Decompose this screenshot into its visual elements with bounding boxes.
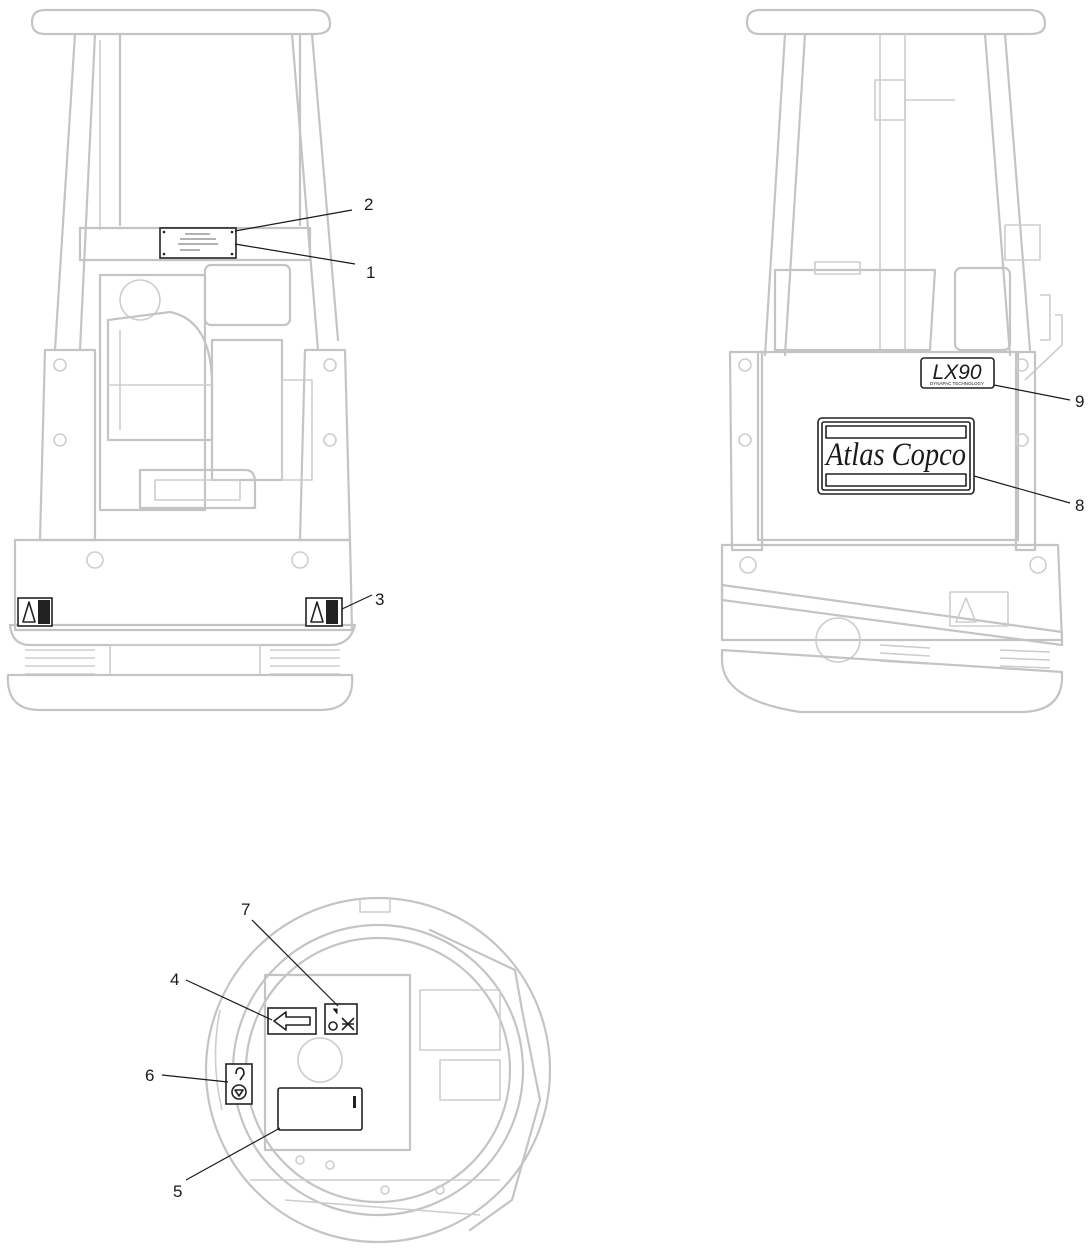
model-subtitle: DYNAPAC TECHNOLOGY — [930, 381, 984, 386]
warning-triangle-icon — [22, 601, 36, 623]
callout-1: 1 — [366, 263, 375, 282]
leader-lines — [161, 209, 1071, 1181]
warning-decal-right — [305, 597, 343, 627]
callouts: 2 1 3 9 8 7 4 6 5 — [145, 195, 1084, 1201]
direction-decal — [267, 1007, 317, 1035]
callout-6: 6 — [145, 1066, 154, 1085]
callout-3: 3 — [375, 590, 384, 609]
lifting-point-icon — [235, 1067, 245, 1081]
model-decal: LX90 DYNAPAC TECHNOLOGY — [920, 357, 995, 389]
rating-plate-decal — [159, 227, 237, 259]
callout-8: 8 — [1075, 496, 1084, 515]
callout-5: 5 — [173, 1182, 182, 1201]
front-view — [6, 8, 357, 712]
model-name: LX90 — [932, 361, 981, 384]
brand-decal: Atlas Copco — [817, 417, 975, 495]
warning-triangle-icon — [310, 601, 324, 623]
info-plate-decal — [277, 1087, 363, 1131]
rear-view — [720, 8, 1064, 714]
settings-decal — [324, 1003, 358, 1035]
callout-4: 4 — [170, 970, 179, 989]
lifting-decal — [225, 1063, 253, 1105]
callout-9: 9 — [1075, 392, 1084, 411]
callout-7: 7 — [241, 900, 250, 919]
top-view — [204, 896, 552, 1244]
direction-arrow-icon — [273, 1011, 311, 1031]
settings-icon — [328, 1021, 338, 1031]
callout-2: 2 — [364, 195, 373, 214]
warning-decal-left — [17, 597, 53, 627]
brand-logo-text: Atlas Copco — [824, 437, 966, 473]
